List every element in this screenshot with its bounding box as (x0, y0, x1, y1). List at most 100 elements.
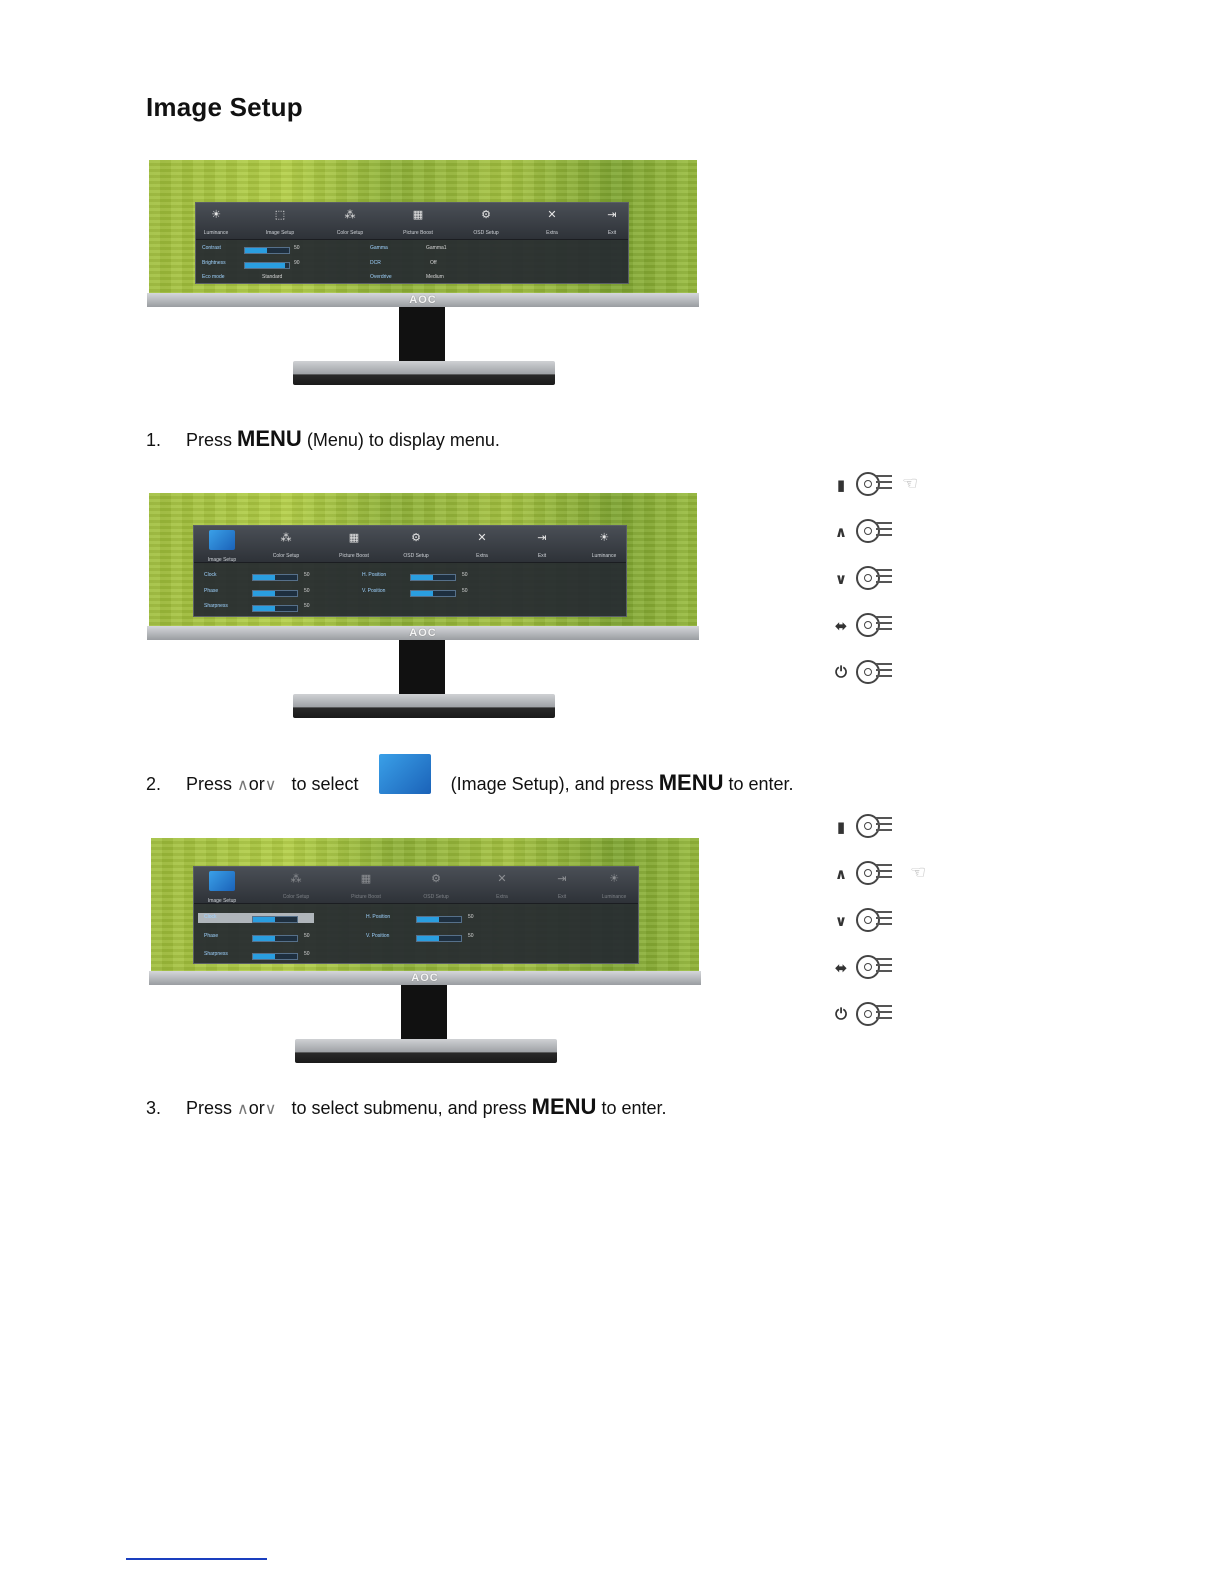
osd-slider[interactable] (410, 574, 456, 581)
osd-tab-color-setup[interactable]: ⁂Color Setup (320, 207, 380, 241)
menu-key-label: MENU (237, 426, 302, 451)
osd-tab-exit[interactable]: ⇥Exit (532, 871, 592, 905)
osd-tab-picture-boost[interactable]: ▦Picture Boost (336, 871, 396, 905)
osd-tab-extra[interactable]: ✕Extra (472, 871, 532, 905)
osd-row[interactable]: V. Position 50 (366, 933, 516, 943)
osd-tab-label: Exit (537, 553, 547, 559)
osd-tab-color-setup[interactable]: ⁂Color Setup (266, 871, 326, 905)
osd-row[interactable]: Eco mode Standard (202, 274, 322, 284)
step-text: (Image Setup), and press (450, 774, 654, 794)
brand-logo: AOC (409, 294, 437, 306)
down-arrow-icon: ∨ (264, 777, 277, 794)
osd-slider[interactable] (252, 605, 298, 612)
osd-tab-osd-setup[interactable]: ⚙OSD Setup (406, 871, 466, 905)
key-menu[interactable]: ▮ (832, 812, 952, 842)
lines-icon (876, 958, 892, 976)
osd-row-value: 50 (462, 572, 468, 578)
up-arrow-icon: ∧ (237, 777, 249, 794)
osd-slider[interactable] (252, 574, 298, 581)
osd-slider[interactable] (252, 953, 298, 960)
osd-tab-picture-boost[interactable]: ▦Picture Boost (388, 207, 448, 241)
monitor-illustration-2: Image Setup ⁂Color Setup ▦Picture Boost … (147, 493, 699, 719)
osd-row-value: 50 (304, 933, 310, 939)
brand-logo: AOC (411, 972, 439, 984)
osd-row[interactable]: V. Position 50 (362, 588, 512, 598)
osd-row[interactable]: Clock 50 (204, 572, 334, 582)
osd-tab-bar (194, 526, 626, 563)
osd-slider[interactable] (410, 590, 456, 597)
osd-tab-extra[interactable]: ✕Extra (452, 530, 512, 564)
osd-slider[interactable] (252, 935, 298, 942)
osd-row[interactable]: Overdrive Medium (370, 274, 490, 284)
step-text: (Menu) to display menu. (306, 430, 500, 450)
osd-slider[interactable] (244, 247, 290, 254)
osd-tab-image-setup[interactable]: Image Setup (192, 871, 252, 909)
lines-icon (876, 663, 892, 681)
osd-row[interactable]: Brightness 90 (202, 260, 322, 270)
monitor-screen: Image Setup ⁂Color Setup ▦Picture Boost … (149, 493, 697, 626)
osd-slider[interactable] (252, 590, 298, 597)
lines-icon (876, 522, 892, 540)
step-text: to select (291, 774, 359, 794)
osd-tab-picture-boost[interactable]: ▦Picture Boost (324, 530, 384, 564)
key-up[interactable]: ∧ (832, 517, 952, 547)
auto-icon: ⬌ (834, 618, 848, 635)
key-menu[interactable]: ▮ ☜ (832, 470, 952, 500)
step-number: 1. (146, 430, 162, 450)
down-arrow-icon: ∨ (264, 1101, 277, 1118)
osd-tab-label: Luminance (601, 894, 627, 900)
lines-icon (876, 911, 892, 929)
osd-row[interactable]: H. Position 50 (366, 914, 516, 924)
up-arrow-icon: ∧ (834, 524, 848, 541)
lines-icon (876, 616, 892, 634)
key-auto[interactable]: ⬌ (832, 611, 952, 641)
osd-tab-label: OSD Setup (403, 553, 429, 559)
key-up[interactable]: ∧ ☜ (832, 859, 952, 889)
osd-tab-label: Picture Boost (351, 894, 381, 900)
monitor-bezel: AOC (149, 971, 701, 985)
osd-slider[interactable] (416, 935, 462, 942)
key-auto[interactable]: ⬌ (832, 953, 952, 983)
osd-tab-luminance[interactable]: ☀Luminance (574, 530, 634, 564)
step-text: Press (186, 774, 233, 794)
osd-row[interactable]: Contrast 50 (202, 245, 322, 255)
osd-row[interactable]: Sharpness 50 (204, 603, 334, 613)
osd-tab-osd-setup[interactable]: ⚙OSD Setup (456, 207, 516, 241)
osd-tab-extra[interactable]: ✕Extra (522, 207, 582, 241)
osd-row[interactable]: Clock (204, 914, 334, 924)
osd-tab-label: OSD Setup (473, 230, 499, 236)
osd-row-label: Eco mode (202, 274, 225, 280)
osd-slider[interactable] (416, 916, 462, 923)
key-down[interactable]: ∨ (832, 906, 952, 936)
osd-row-label: Sharpness (204, 951, 228, 957)
osd-tab-luminance[interactable]: ☀Luminance (584, 871, 644, 905)
osd-row[interactable]: DCR Off (370, 260, 490, 270)
osd-tab-image-setup[interactable]: Image Setup (192, 530, 252, 568)
osd-tab-color-setup[interactable]: ⁂Color Setup (256, 530, 316, 564)
key-power[interactable]: ⏻ (832, 658, 952, 688)
osd-slider[interactable] (252, 916, 298, 923)
lines-icon (876, 864, 892, 882)
auto-icon: ⬌ (834, 960, 848, 977)
lines-icon (876, 475, 892, 493)
osd-row-label: Phase (204, 588, 219, 594)
osd-slider[interactable] (244, 262, 290, 269)
osd-tab-osd-setup[interactable]: ⚙OSD Setup (386, 530, 446, 564)
key-down[interactable]: ∨ (832, 564, 952, 594)
osd-tab-luminance[interactable]: ☀Luminance (186, 207, 246, 241)
monitor-illustration-3: Image Setup ⁂Color Setup ▦Picture Boost … (149, 838, 701, 1064)
osd-menu: Image Setup ⁂Color Setup ▦Picture Boost … (193, 525, 627, 617)
osd-tab-exit[interactable]: ⇥Exit (512, 530, 572, 564)
osd-row[interactable]: Sharpness 50 (204, 951, 334, 961)
osd-tab-image-setup[interactable]: ⬚Image Setup (250, 207, 310, 241)
osd-tab-label: Extra (546, 230, 558, 236)
osd-tab-exit[interactable]: ⇥Exit (582, 207, 642, 241)
osd-row[interactable]: H. Position 50 (362, 572, 512, 582)
osd-row[interactable]: Phase 50 (204, 933, 334, 943)
step-3: 3.Press ∧or∨ to select submenu, and pres… (146, 1094, 667, 1120)
key-power[interactable]: ⏻ (832, 1000, 952, 1030)
monitor-screen: Image Setup ⁂Color Setup ▦Picture Boost … (151, 838, 699, 971)
osd-row[interactable]: Phase 50 (204, 588, 334, 598)
osd-row-value: 50 (304, 588, 310, 594)
osd-row[interactable]: Gamma Gamma1 (370, 245, 490, 255)
